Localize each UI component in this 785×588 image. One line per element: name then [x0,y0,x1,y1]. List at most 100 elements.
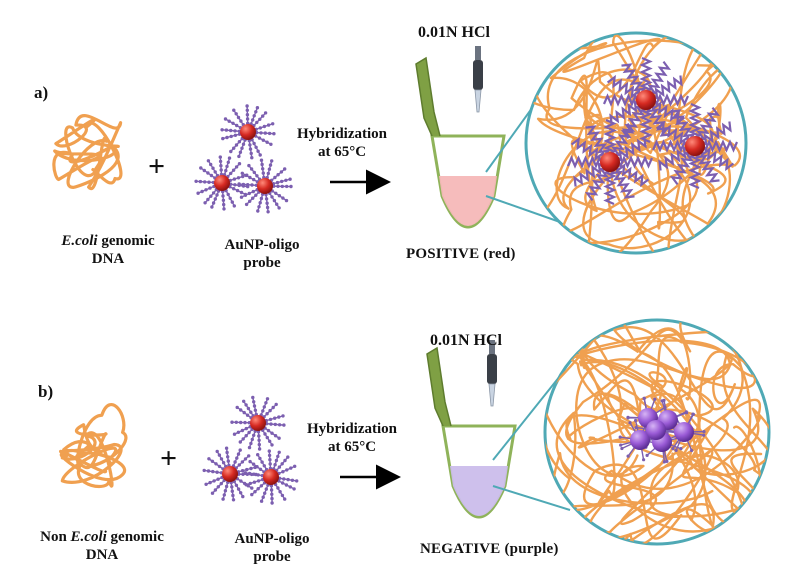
pipette-body [487,354,497,384]
oligo-bead [198,179,203,184]
oligo-bead [242,399,246,403]
oligo-bead [247,454,251,458]
gold-nanoparticle [600,152,620,172]
oligo-bead [284,198,289,203]
oligo-bead [239,491,243,495]
oligo-bead [245,104,249,108]
oligo-bead [273,416,277,420]
oligo-bead [249,441,253,446]
aggregated-nanoparticle [646,420,666,440]
oligo-bead [219,481,223,486]
oligo-bead [239,195,244,199]
oligo-bead [229,149,233,154]
oligo-bead [272,198,277,203]
oligo-bead [223,489,228,493]
oligo-bead [269,422,273,426]
oligo-bead [227,156,232,160]
oligo-bead [209,173,214,178]
oligo-bead [248,481,252,486]
oligo-bead [251,395,255,400]
oligo-bead [257,205,261,209]
oligo-bead [233,129,237,133]
dna-strand [535,33,732,245]
oligo-bead [208,186,212,190]
oligo-bead [206,469,211,473]
oligo-bead [262,405,266,409]
oligo-bead [211,469,215,474]
probe-label-b: AuNP-oligo probe [222,530,322,566]
oligo-bead [277,415,281,419]
oligo-bead [257,434,261,438]
oligo-bead [247,191,251,196]
oligo-bead [261,114,265,118]
oligo-bead [229,171,233,176]
oligo-bead [214,462,218,466]
oligo-bead [213,170,217,174]
aunp-oligo-probe-cluster-b [202,395,299,505]
oligo-bead [252,480,257,484]
oligo-bead [256,453,260,457]
dna-strand [59,403,128,489]
oligo-bead [253,408,258,412]
oligo-bead [247,471,252,476]
oligo-bead [242,410,246,415]
oligo-bead [264,487,268,491]
oligo-bead [702,433,706,437]
dna-label-line2: DNA [85,547,119,563]
dna-strand [570,33,735,249]
oligo-bead [270,195,274,199]
oligo-bead [290,478,295,482]
result-negative-label: NEGATIVE (purple) [420,541,559,557]
oligo-bead [232,146,236,150]
oligo-bead [256,209,260,213]
oligo-bead [210,205,214,209]
oligo-bead [196,191,200,195]
oligo-bead [250,492,254,497]
oligo-bead [626,416,630,420]
oligo-bead [202,168,206,173]
dna-strand [52,114,123,191]
oligo-bead [233,183,237,187]
oligo-bead [219,457,224,461]
oligo-bead [234,483,239,487]
oligo-bead [211,166,215,170]
zoom-circle-negative [543,318,771,546]
oligo-bead [207,457,211,461]
oligo-bead [280,179,284,184]
oligo-bead [642,458,646,462]
oligo-bead [207,180,211,184]
oligo-bead [259,158,264,162]
pipette-icon [473,46,483,113]
oligo-bead [240,469,245,473]
oligo-bead [271,122,275,126]
oligo-bead [662,398,666,402]
oligo-bead [217,464,222,469]
oligo-bead [236,115,241,120]
oligo-bead [257,447,262,451]
oligo-bead [259,499,264,503]
oligo-bead [245,108,249,113]
oligo-bead [245,413,250,417]
oligo-bead [234,420,238,424]
oligo-bead [209,162,213,167]
reagent-label-a: 0.01N HCl [418,24,490,41]
oligo-bead [199,166,203,170]
oligo-bead [263,131,267,135]
tube-liquid [450,466,508,516]
oligo-bead [203,201,207,205]
panel-a-tag: a) [34,83,49,102]
oligo-bead [230,200,234,204]
oligo-bead [232,432,237,436]
gold-nanoparticle [263,469,279,485]
oligo-bead [280,493,285,498]
oligo-bead [240,146,244,150]
oligo-bead [232,108,236,112]
oligo-bead [662,460,667,464]
dna-label-a: E.coli genomic DNA [38,232,178,268]
hybridization-label-b: Hybridization at 65°C [306,420,398,456]
oligo-bead [225,135,229,140]
species-name: E.coli [61,233,98,249]
species-name: E.coli [70,529,107,545]
oligo-bead [277,206,281,210]
